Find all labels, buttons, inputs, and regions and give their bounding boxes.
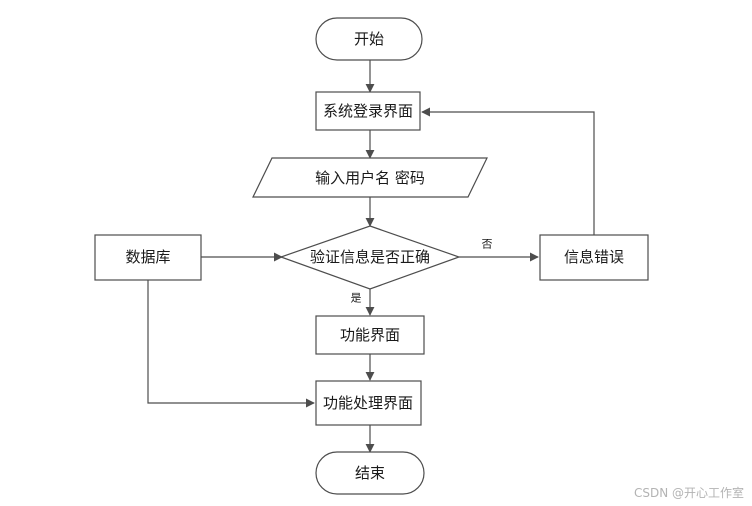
input-node: 输入用户名 密码: [252, 157, 488, 198]
end-label: 结束: [355, 464, 385, 482]
login-label: 系统登录界面: [323, 102, 413, 120]
input-label: 输入用户名 密码: [315, 169, 425, 187]
watermark: CSDN @开心工作室: [634, 485, 744, 500]
database-label: 数据库: [125, 248, 170, 266]
database-node: 数据库: [94, 234, 202, 281]
function-label: 功能界面: [340, 326, 400, 344]
function-node: 功能界面: [315, 315, 425, 355]
arrow-database-to-process: [147, 280, 315, 408]
edge-label-no: 否: [482, 238, 493, 251]
end-node: 结束: [315, 451, 425, 495]
verify-label: 验证信息是否正确: [310, 248, 430, 266]
verify-decision-node: 验证信息是否正确: [279, 225, 461, 290]
process-label: 功能处理界面: [323, 394, 413, 412]
arrow-error-to-login: [421, 107, 595, 235]
start-label: 开始: [354, 30, 384, 48]
error-label: 信息错误: [564, 248, 624, 266]
process-node: 功能处理界面: [315, 380, 422, 426]
start-node: 开始: [315, 17, 423, 61]
connectors: [147, 60, 595, 453]
edge-label-yes: 是: [351, 292, 362, 305]
error-node: 信息错误: [539, 234, 649, 281]
login-node: 系统登录界面: [315, 91, 421, 131]
